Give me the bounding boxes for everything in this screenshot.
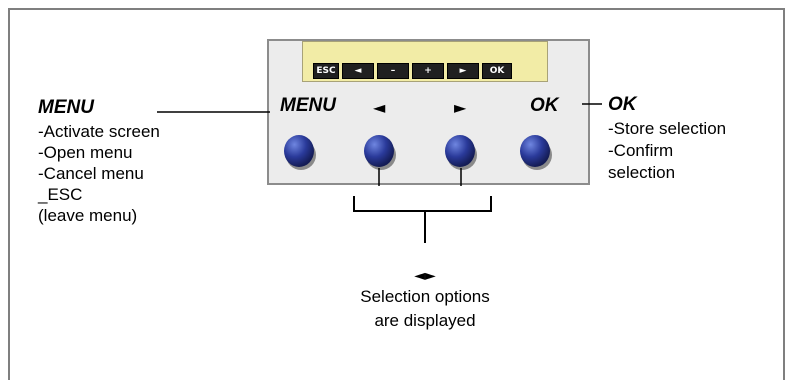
ok-callout-title: OK [608,94,637,115]
left-knob[interactable] [362,132,398,172]
lcd-key-right: ► [447,63,479,79]
ok-button-label: OK [530,95,559,116]
arrows-symbol: ◄► [414,268,436,284]
left-button-label: ◄ [373,98,386,117]
menu-callout-line: -Cancel menu [38,164,144,183]
lcd-key-ok: OK [482,63,512,79]
ok-knob[interactable] [518,132,554,172]
ok-callout-line: -Confirm [608,141,674,160]
arrows-callout-line: Selection options [360,287,490,306]
arrows-callout-line: are displayed [374,311,476,330]
menu-callout-line: -Activate screen [38,122,160,141]
menu-button-label: MENU [280,95,336,116]
selection-bracket [353,196,492,212]
menu-callout-line: _ESC [38,185,83,204]
lcd-key-left: ◄ [342,63,374,79]
lcd-key-row: ESC ◄ – + ► OK [313,63,512,79]
lcd-key-plus: + [412,63,444,79]
ok-callout-line: -Store selection [608,119,727,138]
lcd-key-minus: – [377,63,409,79]
lcd-key-esc: ESC [313,63,339,79]
menu-callout-title: MENU [38,97,94,118]
right-button-label: ► [454,98,467,117]
menu-knob[interactable] [282,132,318,172]
ok-callout-line: selection [608,163,676,182]
menu-callout-line: -Open menu [38,143,133,162]
menu-callout-line: (leave menu) [38,206,138,225]
right-knob[interactable] [443,132,479,172]
